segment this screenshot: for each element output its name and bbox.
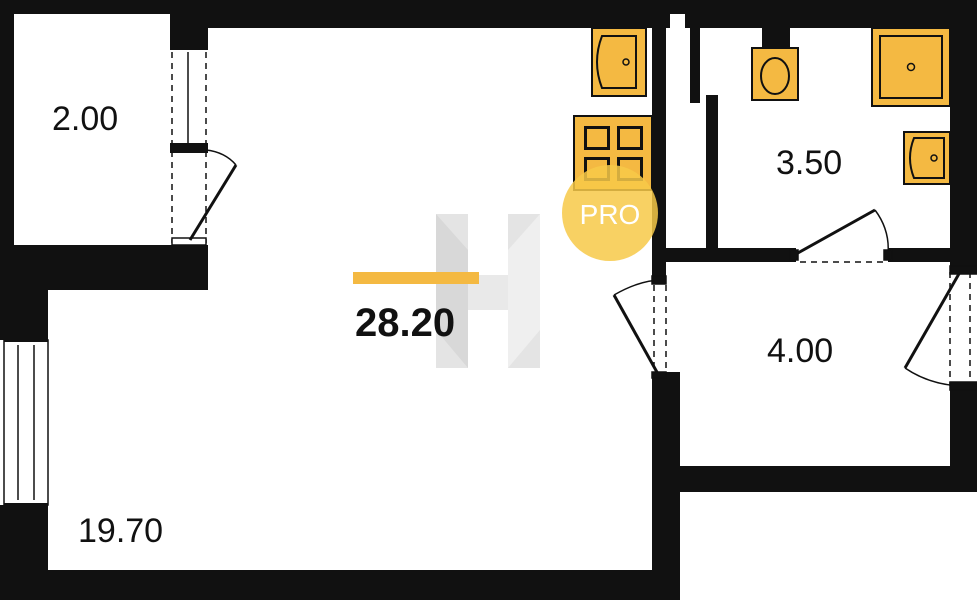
wall-storage-bottom bbox=[0, 245, 208, 290]
shower-tray-icon bbox=[871, 27, 951, 107]
wall-storage-right-mid bbox=[170, 143, 208, 153]
pro-badge-text: PRO bbox=[580, 199, 641, 230]
wall-right-upper bbox=[950, 0, 977, 270]
wall-hall-bottom bbox=[666, 466, 977, 492]
wall-main-right-upper bbox=[652, 28, 666, 280]
door-bathroom bbox=[789, 208, 893, 263]
sink-kitchen-icon bbox=[591, 27, 647, 97]
wall-partition-vertical bbox=[690, 28, 700, 103]
sink-bathroom-icon bbox=[903, 131, 951, 185]
door-hall-main bbox=[612, 275, 667, 379]
wall-storage-right-top bbox=[170, 0, 208, 50]
wall-bath-bottom-left bbox=[666, 248, 796, 262]
window-living bbox=[3, 338, 49, 507]
bathroom-area-label: 3.50 bbox=[776, 144, 842, 182]
total-accent-bar bbox=[353, 272, 479, 284]
toilet-icon bbox=[751, 28, 799, 101]
hall-area-label: 4.00 bbox=[767, 332, 833, 370]
door-entrance bbox=[903, 265, 977, 391]
wall-left-mid bbox=[0, 290, 48, 340]
storage-area-label: 2.00 bbox=[52, 100, 118, 138]
wall-partition-vertical-2 bbox=[706, 95, 718, 260]
wall-bottom bbox=[0, 570, 680, 600]
wall-top-bath bbox=[685, 0, 977, 28]
total-area-label: 28.20 bbox=[355, 301, 455, 345]
logo-watermark bbox=[436, 214, 540, 368]
wall-top-main bbox=[170, 0, 670, 28]
door-storage bbox=[188, 148, 238, 241]
pro-badge: PRO bbox=[562, 165, 658, 261]
living-area-label: 19.70 bbox=[78, 512, 163, 550]
